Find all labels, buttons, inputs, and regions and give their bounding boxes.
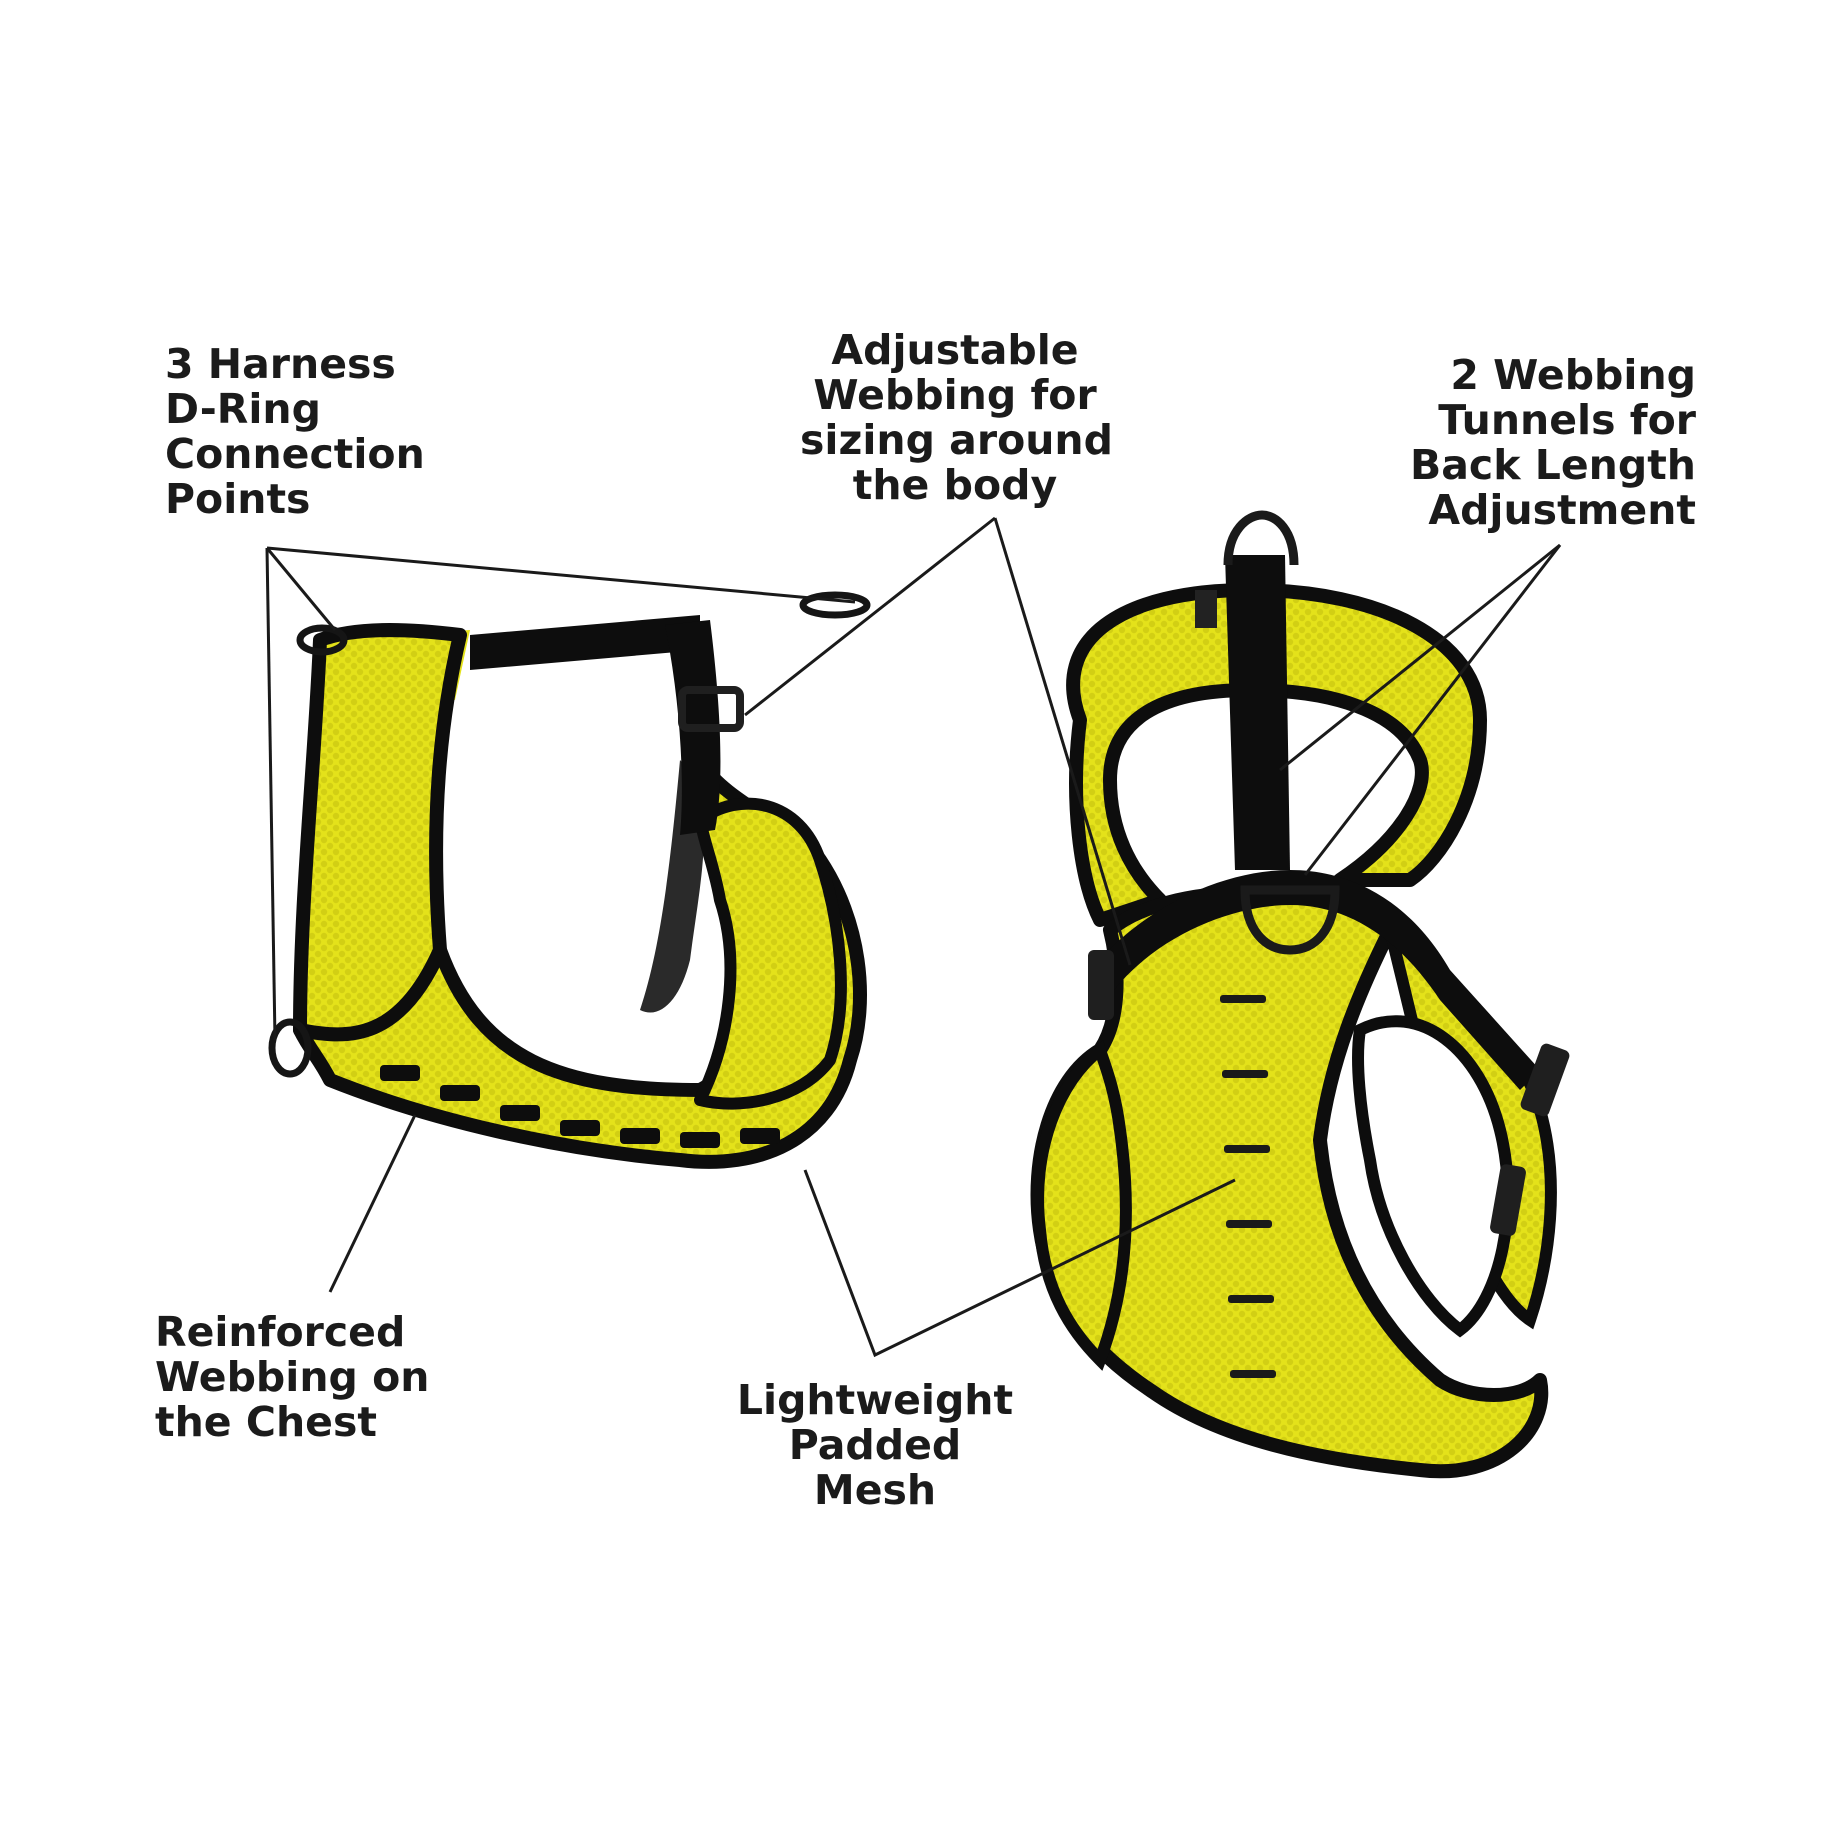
leader-line-mesh (803, 1169, 1236, 1358)
callout-line: Mesh (813, 1466, 937, 1514)
callout-line: Webbing for (813, 371, 1097, 419)
leader-line-d-ring-3 (265, 547, 277, 1041)
callout-line: Webbing on (155, 1353, 430, 1401)
callout-line: 2 Webbing (1450, 351, 1696, 399)
leader-line-tunnels-2 (1303, 544, 1562, 876)
callout-line: Tunnels for (1438, 396, 1696, 444)
callout-line: Points (165, 475, 311, 523)
leader-line-d-ring-2 (266, 546, 856, 604)
callout-line: Reinforced (155, 1308, 406, 1356)
callout-reinforced-webbing: Reinforced Webbing on the Chest (155, 1310, 430, 1445)
callout-line: D-Ring (165, 385, 321, 433)
callout-line: Lightweight (736, 1376, 1014, 1424)
harness-side-view (268, 591, 871, 1169)
leader-line-tunnels-1 (1279, 543, 1561, 772)
leader-line-adjustable-1 (744, 516, 996, 717)
callout-line: sizing around (800, 416, 1113, 464)
callout-padded-mesh: Lightweight Padded Mesh (720, 1378, 1030, 1513)
callout-line: Back Length (1409, 441, 1696, 489)
callout-line: Adjustable (831, 326, 1079, 374)
harness-top-view (1030, 510, 1570, 1479)
leader-line-reinforced (328, 1114, 417, 1293)
callout-d-ring-points: 3 Harness D-Ring Connection Points (165, 342, 425, 522)
callout-line: the Chest (155, 1398, 377, 1446)
callout-line: Connection (165, 430, 425, 478)
leader-line-adjustable-2 (993, 517, 1132, 966)
callout-adjustable-webbing: Adjustable Webbing for sizing around the… (800, 326, 1113, 509)
leader-lines (265, 516, 1562, 1358)
leader-line-d-ring-1 (265, 547, 337, 631)
callout-line: Adjustment (1428, 486, 1696, 534)
callout-webbing-tunnels: 2 Webbing Tunnels for Back Length Adjust… (1400, 353, 1696, 533)
callout-line: Padded (788, 1421, 962, 1469)
callout-line: the body (852, 461, 1058, 509)
callout-line: 3 Harness (165, 340, 396, 388)
